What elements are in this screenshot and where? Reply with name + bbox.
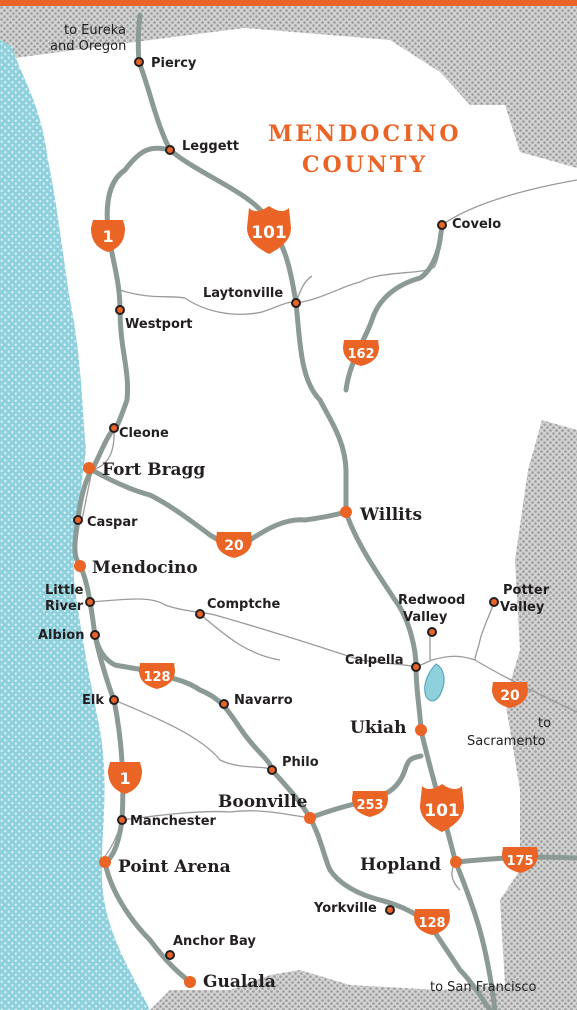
map-title: MENDOCINO COUNTY [268,121,462,178]
gualala-marker [184,976,196,988]
to-san-francisco-label: to San Francisco [430,980,537,995]
hwy-128-south-shield: 128 [414,909,450,935]
hwy-175-number: 175 [506,854,533,869]
hwy-1-south-number: 1 [119,769,130,788]
map-title-line2: COUNTY [302,152,428,178]
albion-label: Albion [38,628,84,643]
city-markers [74,462,462,988]
piercy-marker [134,57,144,67]
elk-marker [109,695,119,705]
us-101-south-number: 101 [424,801,460,821]
fort-bragg-label: Fort Bragg [102,460,205,480]
ukiah-marker [415,724,427,736]
philo-label: Philo [282,755,319,770]
lake-mendocino [424,663,445,702]
point-arena-label: Point Arena [118,857,231,877]
comptche-label: Comptche [207,597,280,612]
calpella-marker [411,662,421,672]
fort-bragg-marker [83,462,95,474]
westport-marker [115,305,125,315]
hwy-20-west-shield: 20 [216,532,252,558]
boonville-marker [304,812,316,824]
us-101-north-number: 101 [251,223,287,243]
anchor-bay-label: Anchor Bay [173,934,256,949]
mendocino-marker [74,560,86,572]
us-101-north-shield: 101 [247,206,291,254]
point-arena-marker [99,856,111,868]
hwy-162-shield: 162 [343,340,379,366]
caspar-marker [73,515,83,525]
hwy-1-south-shield: 1 [108,762,142,794]
piercy-label: Piercy [151,56,197,71]
yorkville-label: Yorkville [313,901,377,916]
redwood-valley-label-2: Valley [403,610,448,625]
willits-label: Willits [359,505,422,525]
redwood-valley-label-1: Redwood [398,593,465,608]
hwy-162-number: 162 [347,347,374,362]
hwy-253-shield: 253 [352,791,388,817]
hwy-175-shield: 175 [502,847,538,873]
town-markers [73,57,499,960]
city-labels: Fort Bragg Willits Mendocino Ukiah Boonv… [92,460,441,992]
boonville-label: Boonville [218,792,308,812]
potter-valley-label-1: Potter [503,583,550,598]
little-river-label-1: Little [45,583,84,598]
potter-valley-marker [489,597,499,607]
potter-valley-label-2: Valley [500,600,545,615]
cleone-label: Cleone [119,426,169,441]
yorkville-marker [385,905,395,915]
to-sacramento-label-2: Sacramento [467,734,546,749]
little-river-marker [85,597,95,607]
elk-label: Elk [82,693,104,708]
us-101-south-shield: 101 [420,784,464,832]
manchester-marker [117,815,127,825]
hopland-marker [450,856,462,868]
mendocino-label: Mendocino [92,558,198,578]
philo-marker [267,765,277,775]
willits-marker [340,506,352,518]
laytonville-marker [291,298,301,308]
navarro-label: Navarro [234,693,293,708]
hwy-1-north-shield: 1 [91,220,125,252]
manchester-label: Manchester [130,814,217,829]
hwy-128-west-shield: 128 [139,663,175,689]
laytonville-label: Laytonville [203,286,283,301]
gualala-label: Gualala [203,972,276,992]
town-labels: Piercy Leggett Covelo Laytonville Westpo… [38,56,550,949]
hwy-1-north-number: 1 [102,227,113,246]
hwy-128-west-number: 128 [143,670,170,685]
redwood-valley-marker [427,627,437,637]
map-title-line1: MENDOCINO [268,121,462,147]
covelo-marker [437,220,447,230]
hopland-label: Hopland [360,855,441,875]
anchor-bay-marker [165,950,175,960]
calpella-label: Calpella [345,653,404,668]
leggett-marker [165,145,175,155]
hwy-20-east-shield: 20 [492,682,528,708]
hwy-20-west-number: 20 [224,538,244,554]
direction-notes: to Eureka and Oregon to Sacramento to Sa… [50,23,551,995]
navarro-marker [219,699,229,709]
top-accent-bar [0,0,577,6]
westport-label: Westport [125,317,193,332]
little-river-label-2: River [45,599,84,614]
to-eureka-label-1: to Eureka [64,23,126,38]
to-eureka-label-2: and Oregon [50,39,126,54]
hwy-128-south-number: 128 [418,916,445,931]
leggett-label: Leggett [182,139,239,154]
cleone-marker [109,423,119,433]
comptche-marker [195,609,205,619]
highway-shields: 1 101 162 20 20 128 1 [91,206,538,935]
hwy-253-number: 253 [356,798,383,813]
ukiah-label: Ukiah [350,718,406,738]
hwy-20-east-number: 20 [500,688,520,704]
albion-marker [90,630,100,640]
caspar-label: Caspar [87,515,138,530]
covelo-label: Covelo [452,217,501,232]
to-sacramento-label-1: to [538,716,551,731]
